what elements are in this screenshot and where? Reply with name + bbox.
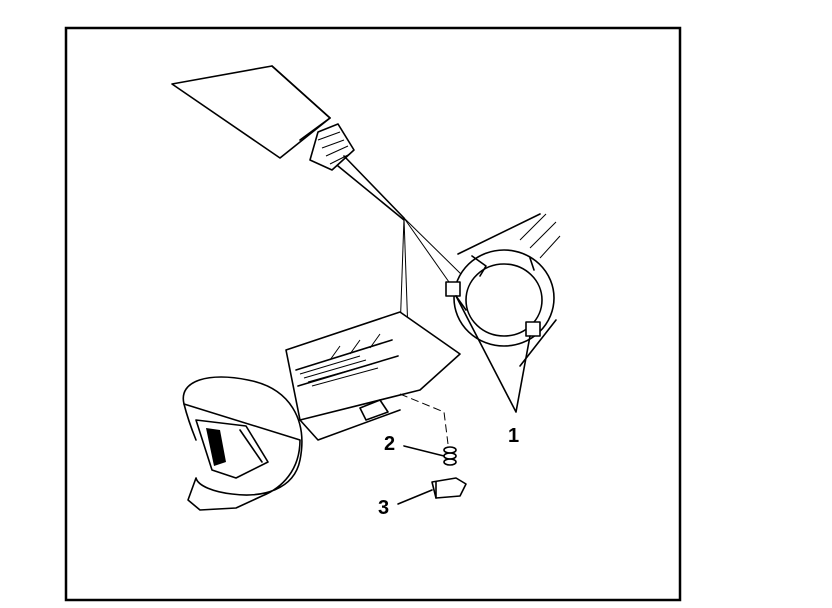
lock-housing bbox=[445, 213, 561, 367]
callout-3: 3 bbox=[378, 497, 389, 519]
diagram-frame bbox=[64, 26, 682, 602]
lubricant-tube bbox=[171, 65, 405, 221]
lock-cylinder bbox=[182, 311, 461, 511]
spring-and-tumbler bbox=[399, 393, 467, 499]
tumbler-spring bbox=[443, 446, 457, 466]
callout-leaders bbox=[397, 295, 531, 505]
tumbler bbox=[431, 477, 467, 499]
callout-1: 1 bbox=[508, 425, 519, 447]
callout-2: 2 bbox=[384, 433, 395, 455]
